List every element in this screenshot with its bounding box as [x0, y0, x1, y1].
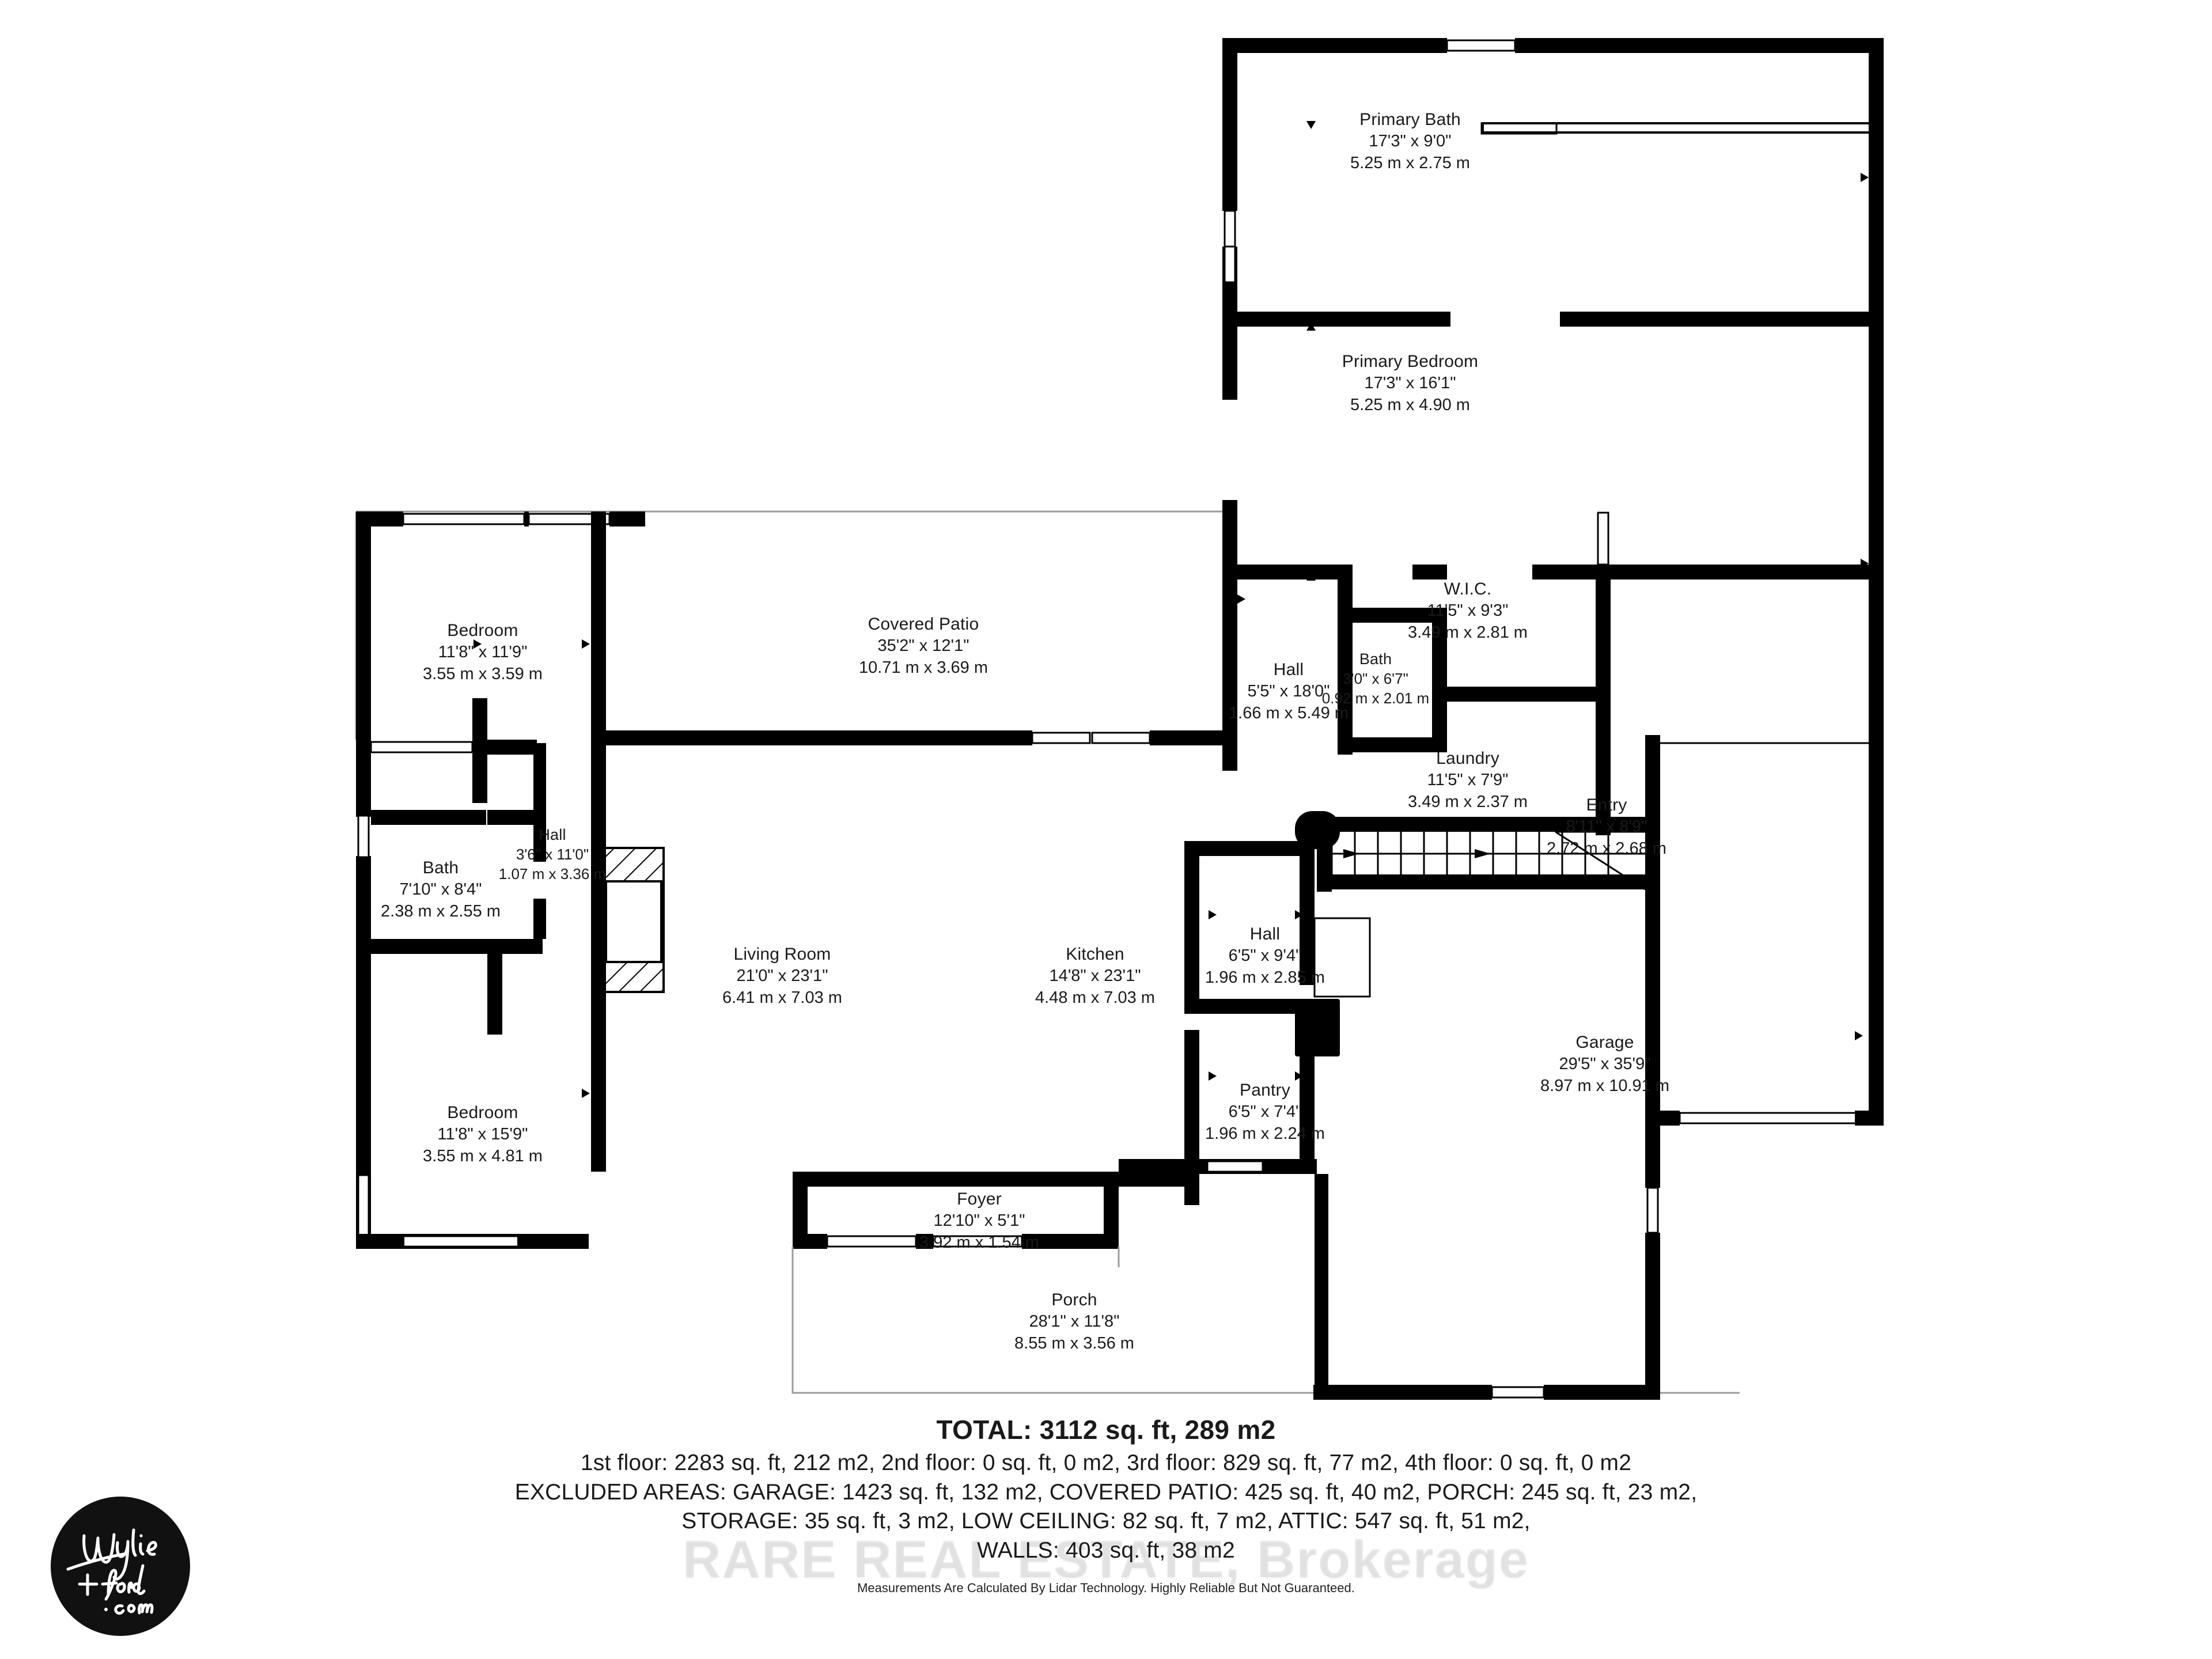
floors-breakdown-line: 1st floor: 2283 sq. ft, 212 m2, 2nd floo… — [580, 1450, 1632, 1475]
walls-group — [355, 38, 1884, 1400]
excluded-areas-line-1: EXCLUDED AREAS: GARAGE: 1423 sq. ft, 132… — [514, 1479, 1698, 1505]
brokerage-logo[interactable] — [51, 1497, 190, 1636]
excluded-areas-line-2: STORAGE: 35 sq. ft, 3 m2, LOW CEILING: 8… — [681, 1509, 1531, 1534]
lidar-disclaimer: Measurements Are Calculated By Lidar Tec… — [857, 1580, 1355, 1595]
total-area-line: TOTAL: 3112 sq. ft, 289 m2 — [936, 1415, 1276, 1445]
excluded-areas-line-3: WALLS: 403 sq. ft, 38 m2 — [977, 1538, 1235, 1563]
door-markers — [474, 121, 1869, 1098]
summary-footer: TOTAL: 3112 sq. ft, 289 m2 1st floor: 22… — [0, 1414, 2212, 1596]
logo-script-mark — [66, 1528, 157, 1615]
